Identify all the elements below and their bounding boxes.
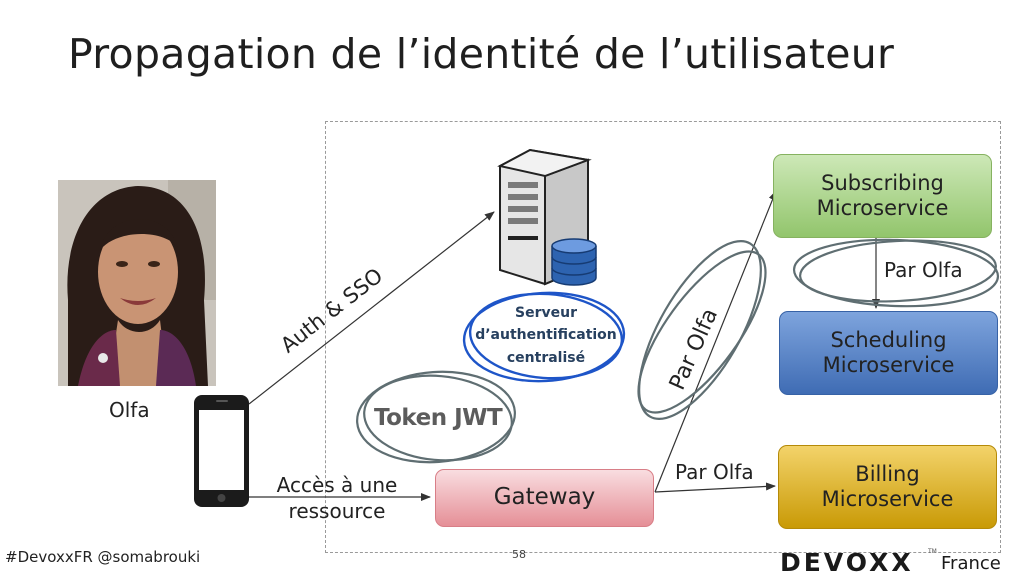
auth-server-line1: Serveur xyxy=(515,305,577,321)
devoxx-logo-brand: DEVOXX xyxy=(780,548,914,576)
access-resource-label: Accès à une ressource xyxy=(270,472,404,524)
page-number: 58 xyxy=(512,548,526,561)
par-olfa-billing-label: Par Olfa xyxy=(675,460,754,484)
subscribing-microservice-label: Subscribing Microservice xyxy=(816,170,949,220)
user-name-label: Olfa xyxy=(109,398,150,422)
devoxx-france-logo: DEVOXX France TM xyxy=(780,548,1001,576)
auth-sso-arrow xyxy=(248,211,495,405)
scheduling-microservice-label: Scheduling Microservice xyxy=(822,327,955,377)
auth-sso-label: Auth & SSO xyxy=(276,263,387,357)
par-olfa-diagonal-circle xyxy=(637,240,767,420)
auth-server-circle xyxy=(462,291,626,383)
user-photo xyxy=(58,180,216,386)
slide-title: Propagation de l’identité de l’utilisate… xyxy=(68,30,895,78)
subscribing-microservice-box: Subscribing Microservice xyxy=(773,154,992,238)
par-olfa-scheduling-circle xyxy=(792,238,1000,308)
access-resource-line1: Accès à une xyxy=(276,473,398,497)
gateway-label: Gateway xyxy=(493,484,596,511)
par-olfa-scheduling-label: Par Olfa xyxy=(884,258,963,282)
token-jwt-label: Token JWT xyxy=(374,405,503,431)
scheduling-microservice-box: Scheduling Microservice xyxy=(779,311,998,395)
auth-server-line2: d’authentification xyxy=(475,327,617,344)
footer-handle: #DevoxxFR @somabrouki xyxy=(5,548,201,566)
billing-microservice-label: Billing Microservice xyxy=(821,461,954,511)
token-jwt-circle xyxy=(356,370,516,464)
auth-server-label: Serveur d’authentification centralisé xyxy=(474,302,618,369)
billing-microservice-box: Billing Microservice xyxy=(778,445,997,529)
gateway-to-subscribing-arrow xyxy=(654,190,777,493)
database-icon xyxy=(551,238,597,286)
auth-server-line3: centralisé xyxy=(506,349,586,366)
devoxx-logo-region: France xyxy=(941,553,1001,574)
system-boundary xyxy=(325,121,1001,553)
smartphone-icon xyxy=(194,395,249,507)
access-resource-line2: ressource xyxy=(288,499,386,523)
gateway-box: Gateway xyxy=(435,469,654,527)
devoxx-logo-tm: TM xyxy=(927,548,937,555)
gateway-to-billing-arrow xyxy=(654,482,776,493)
